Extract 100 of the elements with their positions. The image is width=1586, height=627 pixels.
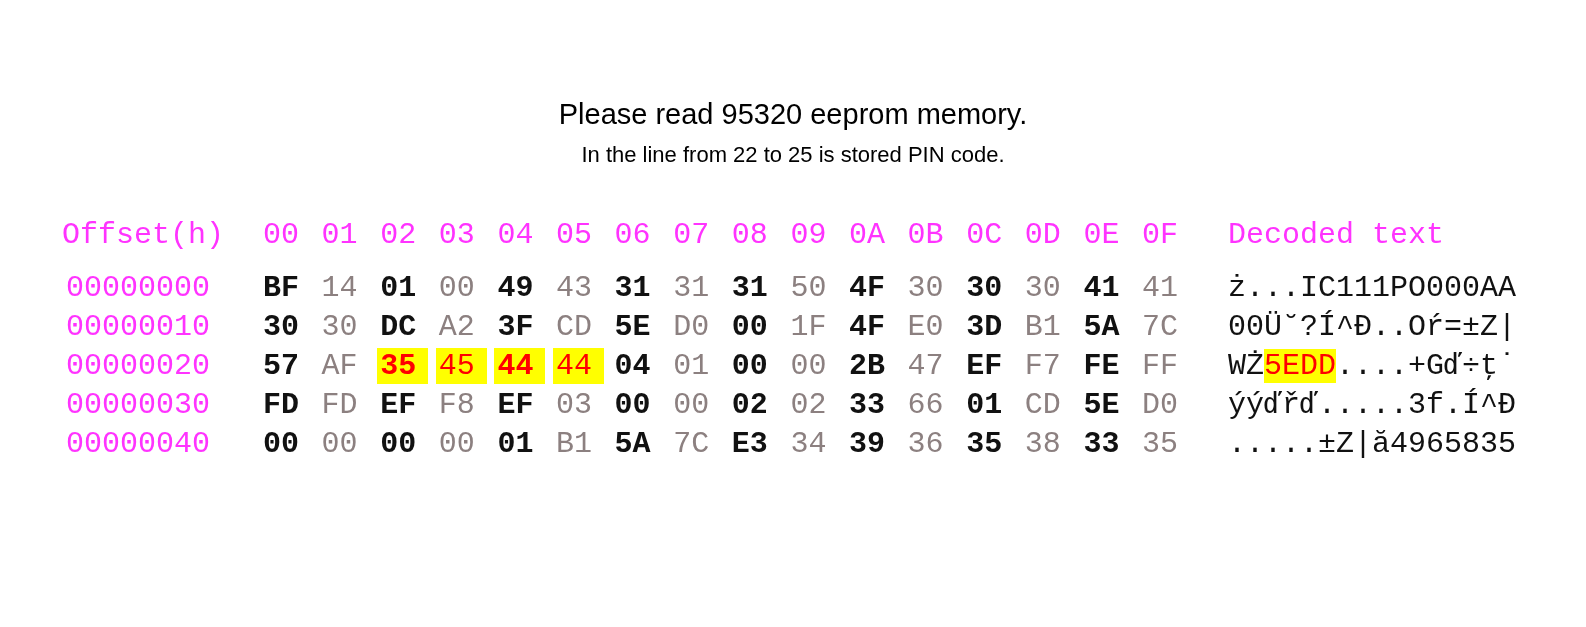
hex-byte: 00 (731, 312, 768, 342)
title: Please read 95320 eeprom memory. (557, 100, 1029, 129)
offset-address: 00000010 (66, 312, 211, 342)
hex-byte: 50 (790, 273, 827, 303)
hex-byte: 41 (1083, 273, 1120, 303)
column-header: Offset(h) (62, 220, 225, 250)
hex-byte: 5A (1083, 312, 1120, 342)
hex-byte: 4F (849, 312, 885, 342)
column-header: Decoded text (1228, 220, 1445, 250)
hex-byte: 7C (1142, 312, 1178, 342)
column-header: 07 (673, 220, 710, 250)
hex-byte: 00 (438, 273, 475, 303)
hex-byte: 30 (1024, 273, 1061, 303)
hex-byte: DC (380, 312, 417, 342)
hex-byte: 01 (497, 429, 534, 459)
hex-byte: 04 (614, 351, 651, 381)
column-header: 02 (380, 220, 417, 250)
hex-byte: 02 (731, 390, 768, 420)
hex-byte: 49 (497, 273, 534, 303)
hex-byte: 35 (377, 348, 429, 384)
hex-byte: B1 (1024, 312, 1061, 342)
hex-byte: B1 (556, 429, 592, 459)
hex-byte: FD (263, 390, 299, 420)
hex-byte: 34 (790, 429, 827, 459)
hex-byte: E3 (731, 429, 768, 459)
column-header: 04 (497, 220, 534, 250)
decoded-text: WŻ5EDD....+Gď÷ţ˙ (1228, 351, 1517, 381)
decoded-text: .....±Z|ă4965835 (1228, 429, 1517, 459)
hex-byte: 44 (553, 348, 604, 384)
hex-byte: 47 (907, 351, 944, 381)
hex-byte: 2B (849, 351, 885, 381)
hex-byte: 30 (907, 273, 944, 303)
hex-byte: 00 (790, 351, 827, 381)
hex-byte: 41 (1142, 273, 1178, 303)
hex-byte: 02 (790, 390, 827, 420)
column-header: 01 (321, 220, 358, 250)
column-header: 0F (1142, 220, 1178, 250)
hex-byte: 39 (849, 429, 885, 459)
column-header: 0D (1024, 220, 1061, 250)
hex-byte: 3D (966, 312, 1003, 342)
column-header: 0E (1083, 220, 1120, 250)
column-header: 00 (263, 220, 299, 250)
column-header: 09 (790, 220, 827, 250)
hex-byte: 5A (614, 429, 651, 459)
hex-byte: FF (1142, 351, 1178, 381)
offset-address: 00000030 (66, 390, 211, 420)
hex-byte: D0 (673, 312, 710, 342)
hex-byte: 00 (673, 390, 710, 420)
hex-byte: F8 (438, 390, 475, 420)
column-header: 08 (731, 220, 768, 250)
hex-byte: 33 (849, 390, 885, 420)
hex-byte: EF (966, 351, 1003, 381)
column-header: 05 (556, 220, 592, 250)
hex-byte: 1F (790, 312, 827, 342)
hex-byte: 00 (731, 351, 768, 381)
hex-byte: E0 (907, 312, 944, 342)
hex-byte: 5E (614, 312, 651, 342)
hex-byte: FD (321, 390, 358, 420)
hex-byte: 33 (1083, 429, 1120, 459)
hex-byte: 01 (966, 390, 1003, 420)
hex-byte: EF (497, 390, 534, 420)
hex-byte: 14 (321, 273, 358, 303)
hex-byte: F7 (1024, 351, 1061, 381)
subtitle: In the line from 22 to 25 is stored PIN code. (580, 144, 1006, 166)
hex-byte: 66 (907, 390, 944, 420)
hex-byte: 30 (966, 273, 1003, 303)
hex-byte: 30 (321, 312, 358, 342)
hex-byte: 7C (673, 429, 710, 459)
decoded-text: 00Ü˘?Í^Đ..Oŕ=±Z| (1228, 312, 1517, 342)
hex-byte: 01 (673, 351, 710, 381)
hex-byte: 38 (1024, 429, 1061, 459)
hex-byte: 36 (907, 429, 944, 459)
hex-byte: A2 (438, 312, 475, 342)
hex-byte: 31 (614, 273, 651, 303)
hex-byte: 00 (438, 429, 475, 459)
hex-byte: 3F (497, 312, 534, 342)
hex-byte: D0 (1142, 390, 1178, 420)
hex-byte: CD (556, 312, 592, 342)
hex-byte: 43 (556, 273, 592, 303)
hex-byte: 31 (731, 273, 768, 303)
hex-byte: CD (1024, 390, 1061, 420)
offset-address: 00000020 (66, 351, 211, 381)
hex-byte: 57 (263, 351, 299, 381)
column-header: 0A (849, 220, 885, 250)
hex-byte: 00 (263, 429, 299, 459)
hex-byte: 31 (673, 273, 710, 303)
hex-byte: 5E (1083, 390, 1120, 420)
hex-byte: 01 (380, 273, 417, 303)
decoded-text: ýýďřď.....3f.Í^Đ (1228, 390, 1517, 420)
hex-byte: 44 (494, 348, 546, 384)
hex-byte: 30 (263, 312, 299, 342)
hex-byte: 45 (435, 348, 487, 384)
hex-byte: EF (380, 390, 417, 420)
hex-byte: 00 (614, 390, 651, 420)
column-header: 03 (438, 220, 475, 250)
hex-byte: 35 (966, 429, 1003, 459)
offset-address: 00000040 (66, 429, 211, 459)
hex-byte: AF (321, 351, 358, 381)
column-header: 0B (907, 220, 944, 250)
hex-byte: FE (1083, 351, 1120, 381)
